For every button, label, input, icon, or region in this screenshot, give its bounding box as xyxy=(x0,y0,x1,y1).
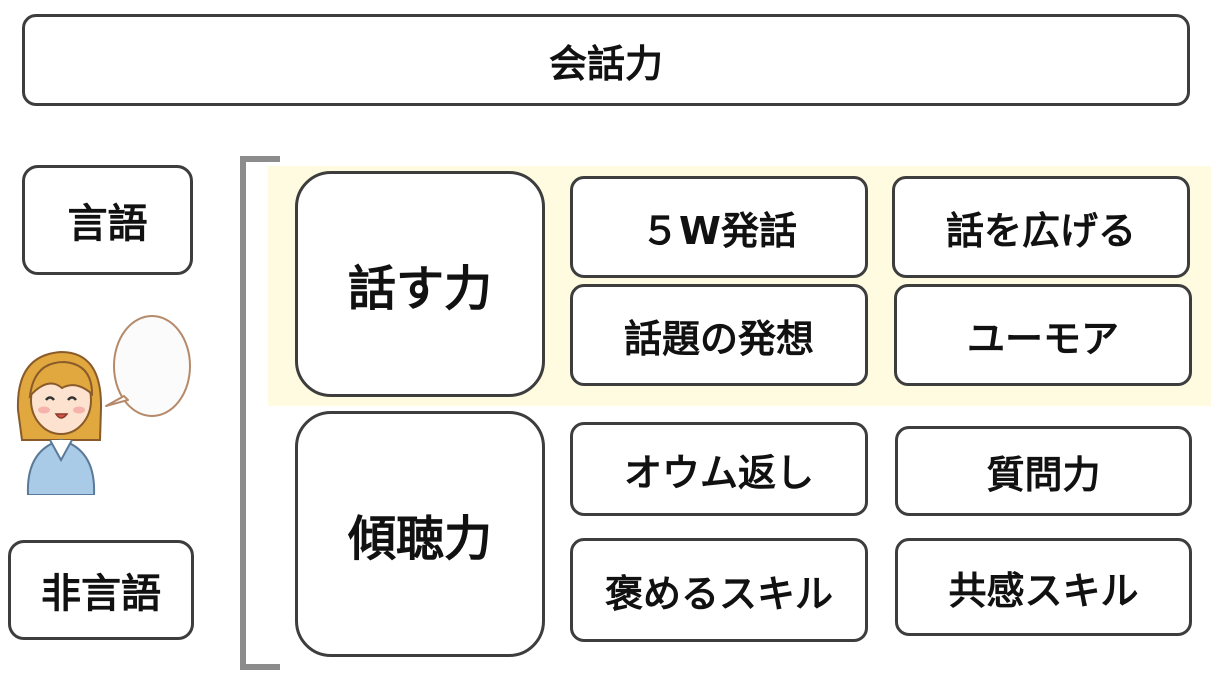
nonverbal-label-box: 非言語 xyxy=(8,540,194,640)
grouping-bracket xyxy=(240,156,280,670)
skill-questioning: 質問力 xyxy=(895,426,1192,516)
listening-skill-box: 傾聴力 xyxy=(295,411,545,657)
diagram-title: 会話力 xyxy=(22,14,1190,106)
skill-topic-ideas: 話題の発想 xyxy=(570,284,868,386)
verbal-label-box: 言語 xyxy=(22,165,193,275)
skill-expand-topic: 話を広げる xyxy=(892,176,1190,278)
skill-parroting: オウム返し xyxy=(570,422,868,516)
skill-empathy: 共感スキル xyxy=(895,538,1192,636)
skill-praising: 褒めるスキル xyxy=(570,538,868,642)
speaking-skill-box: 話す力 xyxy=(295,171,545,397)
skill-5w-speech: ５W発話 xyxy=(570,176,868,278)
speech-bubble-icon xyxy=(105,315,191,417)
girl-illustration-icon xyxy=(16,315,191,495)
skill-humor: ユーモア xyxy=(894,284,1192,386)
